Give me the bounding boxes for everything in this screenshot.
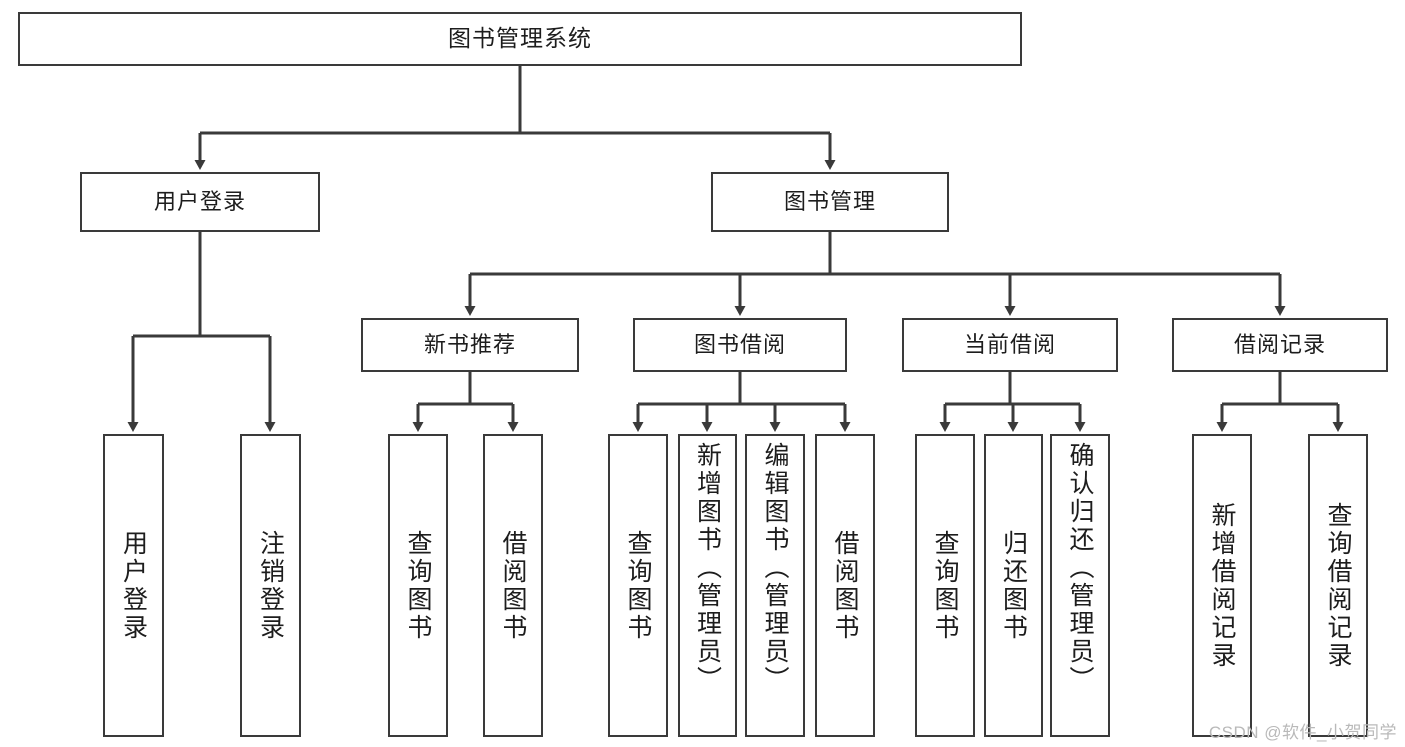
- leaf-add-borrow-record[interactable]: 新增借阅记录: [1192, 434, 1252, 737]
- leaf-query-books-borrow[interactable]: 查询图书: [608, 434, 668, 737]
- node-book-borrowing-label: 图书借阅: [693, 331, 786, 357]
- leaf-label: 借阅图书: [831, 529, 859, 642]
- node-new-book-recommend-label: 新书推荐: [423, 331, 516, 357]
- leaf-label: 查询图书: [931, 529, 959, 642]
- leaf-borrow-books-borrow[interactable]: 借阅图书: [815, 434, 875, 737]
- node-borrow-records[interactable]: 借阅记录: [1172, 318, 1388, 372]
- watermark-text: CSDN @软件_小贺同学: [1208, 723, 1397, 742]
- node-book-management[interactable]: 图书管理: [711, 172, 949, 232]
- node-current-borrowing[interactable]: 当前借阅: [902, 318, 1118, 372]
- node-user-login[interactable]: 用户登录: [80, 172, 320, 232]
- leaf-user-login[interactable]: 用户登录: [103, 434, 164, 737]
- leaf-label: 用户登录: [119, 529, 148, 642]
- leaf-label: 归还图书: [999, 529, 1028, 642]
- leaf-label: 注销登录: [256, 529, 285, 642]
- leaf-add-book-admin[interactable]: 新增图书（管理员）: [678, 434, 737, 737]
- node-new-book-recommend[interactable]: 新书推荐: [361, 318, 579, 372]
- leaf-label: 编辑图书（管理员）: [761, 442, 789, 694]
- leaf-label: 查询图书: [624, 529, 652, 642]
- leaf-label: 查询图书: [404, 529, 432, 642]
- node-user-login-label: 用户登录: [153, 188, 246, 214]
- node-root[interactable]: 图书管理系统: [18, 12, 1022, 66]
- node-root-label: 图书管理系统: [448, 25, 592, 52]
- leaf-user-logout[interactable]: 注销登录: [240, 434, 301, 737]
- leaf-label: 查询借阅记录: [1324, 501, 1352, 670]
- leaf-label: 新增借阅记录: [1208, 501, 1236, 670]
- leaf-return-books[interactable]: 归还图书: [984, 434, 1043, 737]
- leaf-confirm-return-admin[interactable]: 确认归还（管理员）: [1050, 434, 1110, 737]
- leaf-query-borrow-record[interactable]: 查询借阅记录: [1308, 434, 1368, 737]
- node-book-borrowing[interactable]: 图书借阅: [633, 318, 847, 372]
- leaf-query-books-current[interactable]: 查询图书: [915, 434, 975, 737]
- node-current-borrowing-label: 当前借阅: [963, 331, 1056, 357]
- leaf-label: 借阅图书: [499, 529, 527, 642]
- node-book-management-label: 图书管理: [783, 188, 876, 214]
- leaf-label: 确认归还（管理员）: [1066, 442, 1094, 694]
- leaf-edit-book-admin[interactable]: 编辑图书（管理员）: [745, 434, 805, 737]
- node-borrow-records-label: 借阅记录: [1233, 331, 1326, 357]
- leaf-query-books-new[interactable]: 查询图书: [388, 434, 448, 737]
- leaf-borrow-books-new[interactable]: 借阅图书: [483, 434, 543, 737]
- leaf-label: 新增图书（管理员）: [693, 442, 722, 694]
